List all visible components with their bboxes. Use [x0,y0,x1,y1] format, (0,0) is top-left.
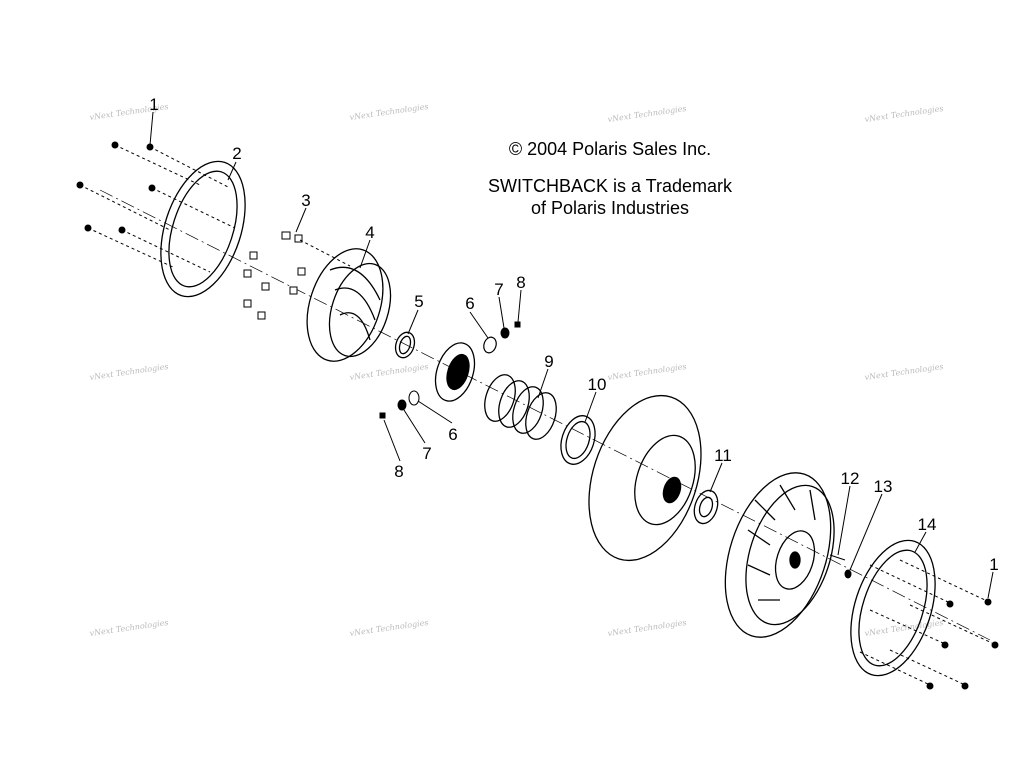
watermark: vNext Technologies [349,102,429,122]
callout-label: 10 [588,375,607,394]
center-axis [99,189,991,641]
callout-label: 5 [414,292,423,311]
watermark: vNext Technologies [607,104,687,124]
callout-label: 2 [232,144,241,163]
part-11-washer [693,489,719,525]
copyright-notice: © 2004 Polaris Sales Inc. [508,139,712,159]
callout-label: 9 [544,352,553,371]
part-4-housing [306,248,392,362]
callout-label: 11 [714,446,732,465]
part-9-spring [484,374,557,440]
callout-label: 1 [989,555,998,574]
part-5-washer [394,331,416,359]
callout-label: 4 [365,223,374,242]
center-bearing-housing [434,342,476,402]
part-14-cover-ring [850,539,936,677]
driven-sheave [588,394,702,562]
watermark: vNext Technologies [607,362,687,382]
trademark-line-2: of Polaris Industries [530,198,690,218]
watermark: vNext Technologies [349,618,429,638]
watermark: vNext Technologies [864,618,944,638]
callout-label: 6 [465,294,474,313]
watermark: vNext Technologies [607,618,687,638]
part-6-7-8-lower [379,390,420,419]
callout-label: 7 [422,444,431,463]
clutch-fan-body [724,472,835,638]
watermark: vNext Technologies [864,104,944,124]
callout-label: 1 [149,95,158,114]
part-7-8-upper [500,321,521,339]
callout-label: 8 [394,462,403,481]
part-1-screws-left [76,141,236,273]
callout-label: 6 [448,425,457,444]
watermark: vNext Technologies [864,362,944,382]
part-3-screws [243,231,351,320]
part-12-13-pins [829,554,852,579]
watermark: vNext Technologies [349,362,429,382]
callout-label: 14 [918,515,937,534]
callout-label: 8 [516,273,525,292]
callout-leaders [149,111,994,599]
callout-labels: 1 2 3 4 5 6 7 8 9 10 11 6 7 8 12 13 14 1 [149,95,998,574]
callout-label: 3 [301,191,310,210]
watermark: vNext Technologies [89,362,169,382]
callout-label: 12 [841,469,860,488]
watermark: vNext Technologies [89,618,169,638]
callout-label: 13 [874,477,893,496]
part-1-screws-right [859,559,999,690]
part-10-ring [560,415,596,465]
callout-label: 7 [494,280,503,299]
part-6-bearing-upper [483,336,497,354]
trademark-line-1: SWITCHBACK is a Trademark [487,176,733,196]
part-2-cover-ring [160,160,246,298]
